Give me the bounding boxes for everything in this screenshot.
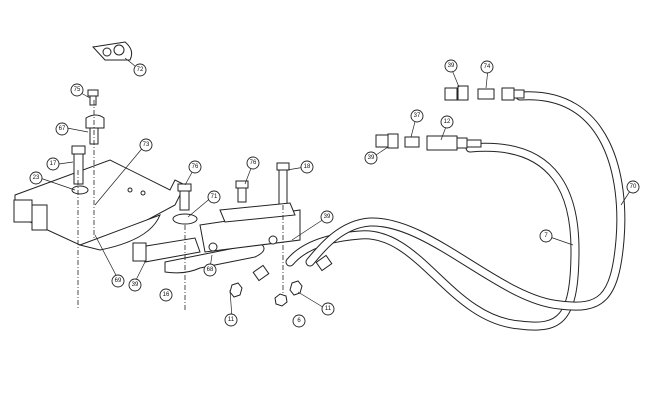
svg-text:16: 16 <box>163 292 170 298</box>
svg-text:75: 75 <box>74 87 81 93</box>
callout-7: 7 <box>539 229 553 243</box>
callout-67: 67 <box>55 122 69 136</box>
callout-39: 39 <box>320 210 334 224</box>
callout-76: 76 <box>246 156 260 170</box>
svg-text:71: 71 <box>211 194 218 200</box>
svg-text:39: 39 <box>324 214 331 220</box>
svg-text:11: 11 <box>228 317 235 323</box>
callout-75: 75 <box>70 83 84 97</box>
svg-text:17: 17 <box>50 161 57 167</box>
callout-17: 17 <box>46 157 60 171</box>
callout-39: 39 <box>128 278 142 292</box>
callout-11: 11 <box>224 313 238 327</box>
callout-16: 16 <box>159 288 173 302</box>
svg-text:6: 6 <box>297 318 301 324</box>
gasket <box>91 41 133 61</box>
bolts <box>71 89 303 307</box>
svg-text:39: 39 <box>448 63 455 69</box>
callout-23: 23 <box>29 171 43 185</box>
svg-text:39: 39 <box>132 282 139 288</box>
svg-text:70: 70 <box>630 184 637 190</box>
callout-71: 71 <box>207 190 221 204</box>
callout-6: 6 <box>292 314 306 328</box>
svg-text:39: 39 <box>368 155 375 161</box>
callout-11: 11 <box>321 302 335 316</box>
hose-fittings <box>252 85 525 282</box>
callout-68: 68 <box>203 263 217 277</box>
callout-12: 12 <box>440 115 454 129</box>
callout-39: 39 <box>444 59 458 73</box>
svg-text:69: 69 <box>115 278 122 284</box>
svg-text:73: 73 <box>143 142 150 148</box>
svg-text:11: 11 <box>325 306 332 312</box>
callout-69: 69 <box>111 274 125 288</box>
callout-72: 72 <box>133 63 147 77</box>
svg-text:37: 37 <box>414 113 421 119</box>
callout-37: 37 <box>410 109 424 123</box>
svg-text:12: 12 <box>444 119 451 125</box>
svg-text:72: 72 <box>137 67 144 73</box>
svg-text:67: 67 <box>59 126 66 132</box>
callout-73: 73 <box>139 138 153 152</box>
svg-text:68: 68 <box>207 267 214 273</box>
svg-text:76: 76 <box>250 160 257 166</box>
svg-text:74: 74 <box>484 64 491 70</box>
callout-76: 76 <box>188 160 202 174</box>
callout-70: 70 <box>626 180 640 194</box>
svg-text:18: 18 <box>304 164 311 170</box>
svg-text:7: 7 <box>544 233 548 239</box>
callout-39: 39 <box>364 151 378 165</box>
mounting-plate <box>13 159 186 251</box>
linkage-arms <box>132 202 301 274</box>
callout-18: 18 <box>300 160 314 174</box>
svg-text:23: 23 <box>33 175 40 181</box>
svg-text:76: 76 <box>192 164 199 170</box>
hydraulic-hoses <box>285 91 626 331</box>
callout-74: 74 <box>480 60 494 74</box>
